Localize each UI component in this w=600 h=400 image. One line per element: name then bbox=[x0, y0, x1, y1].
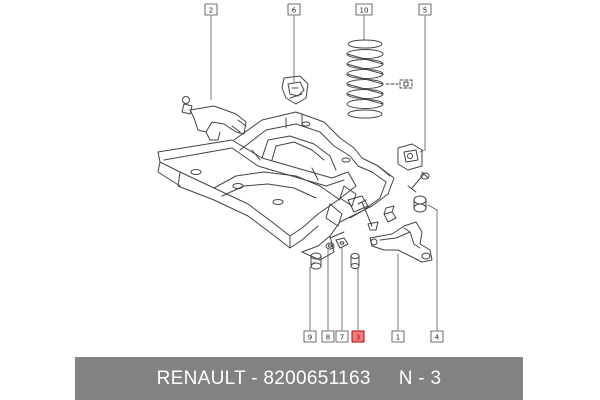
callout-9[interactable]: 9 bbox=[303, 330, 317, 343]
nut-part-7 bbox=[335, 237, 349, 249]
long-bolt-part-4 bbox=[407, 171, 430, 193]
callout-6-label: 6 bbox=[292, 7, 297, 15]
bracket-part-6 bbox=[281, 75, 309, 105]
callout-10-label: 10 bbox=[360, 7, 369, 15]
brand-part-number: RENAULT - 8200651163 bbox=[156, 367, 371, 389]
callout-7-label: 7 bbox=[340, 334, 344, 342]
callout-4-label: 4 bbox=[435, 334, 440, 342]
diagram-reference-code: N - 3 bbox=[398, 367, 442, 389]
callout-5-label: 5 bbox=[423, 7, 427, 15]
subframe bbox=[157, 111, 395, 261]
subframe-exploded-diagram: 2 6 10 5 9 8 7 3 bbox=[157, 3, 444, 343]
mounting-bolts bbox=[329, 199, 379, 239]
left-lower-arm-part-2 bbox=[181, 96, 247, 141]
bushing-part-9 bbox=[310, 252, 322, 270]
coil-spring-part-10 bbox=[346, 39, 384, 119]
bushing-part-3 bbox=[350, 253, 360, 269]
spring-seat-detail bbox=[385, 79, 413, 89]
callout-6[interactable]: 6 bbox=[287, 3, 301, 16]
callout-9-label: 9 bbox=[308, 334, 312, 342]
callout-1-label: 1 bbox=[396, 334, 400, 342]
callout-8-label: 8 bbox=[326, 334, 330, 342]
mount-block-part-5 bbox=[397, 143, 423, 171]
nut-upper bbox=[383, 205, 397, 223]
callout-3-label: 3 bbox=[356, 334, 360, 342]
washer-part-8 bbox=[325, 242, 335, 250]
part-number-banner: RENAULT - 8200651163 N - 3 bbox=[75, 357, 523, 400]
callout-2[interactable]: 2 bbox=[204, 3, 218, 16]
leader-lines bbox=[210, 15, 438, 331]
right-lower-arm-part-1 bbox=[369, 221, 433, 263]
bushing-part-4-area bbox=[413, 195, 427, 213]
callout-7[interactable]: 7 bbox=[335, 330, 349, 343]
callout-3-highlighted[interactable]: 3 bbox=[351, 330, 365, 343]
callout-4[interactable]: 4 bbox=[430, 330, 444, 343]
callout-1[interactable]: 1 bbox=[391, 330, 405, 343]
callout-2-label: 2 bbox=[209, 7, 213, 15]
callout-5[interactable]: 5 bbox=[418, 3, 432, 16]
callout-10[interactable]: 10 bbox=[355, 3, 373, 16]
callout-8[interactable]: 8 bbox=[321, 330, 335, 343]
